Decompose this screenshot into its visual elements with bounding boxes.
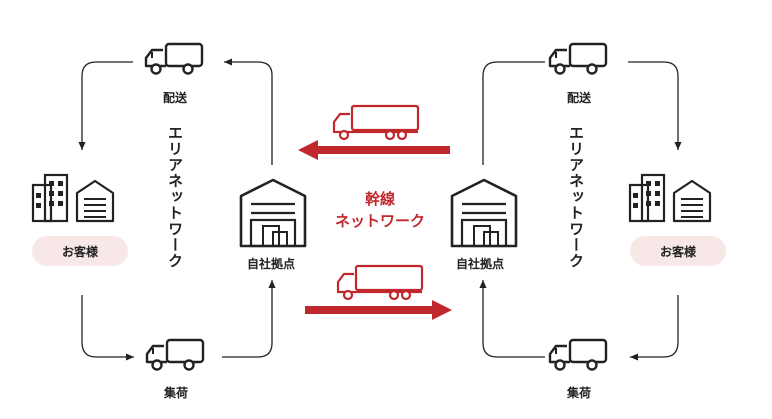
flow-arrow <box>628 61 682 150</box>
trunk-network-title: ネットワーク <box>334 212 425 230</box>
pickup-label: 集荷 <box>567 386 592 400</box>
customer-badge: お客様 <box>630 236 726 266</box>
flow-arrow <box>81 295 134 361</box>
trunk-arrow-right <box>305 300 452 320</box>
customer-badge: お客様 <box>32 236 128 266</box>
delivery-truck-icon <box>548 42 608 75</box>
delivery-truck-icon <box>144 42 204 75</box>
area-network-label: エリアネットワーク <box>567 125 585 269</box>
pickup-truck-icon <box>145 338 205 371</box>
flow-arrow <box>630 295 679 361</box>
hub-warehouse-icon <box>239 178 307 248</box>
trunk-line-title: 幹線 <box>364 190 395 208</box>
trunk-truck-icon <box>332 104 420 141</box>
area-network-label: エリアネットワーク <box>166 125 184 269</box>
customer-buildings-icon <box>628 173 712 223</box>
trunk-arrow-left <box>298 140 450 160</box>
left-area-loop <box>78 58 276 361</box>
flow-arrow <box>482 61 545 165</box>
hub-warehouse-icon <box>450 178 518 248</box>
flow-arrow <box>224 58 273 165</box>
flow-arrow <box>479 280 545 358</box>
hub-label: 自社拠点 <box>247 257 296 271</box>
flow-arrow <box>78 61 133 150</box>
trunk-line-label: 幹線 ネットワーク <box>320 188 440 232</box>
delivery-label: 配送 <box>567 91 592 105</box>
delivery-label: 配送 <box>163 91 188 105</box>
trunk-truck-icon <box>336 264 424 301</box>
pickup-truck-icon <box>548 338 608 371</box>
flow-arrow <box>222 280 276 358</box>
right-area-loop <box>479 61 682 361</box>
customer-buildings-icon <box>31 173 115 223</box>
hub-label: 自社拠点 <box>456 257 505 271</box>
pickup-label: 集荷 <box>164 386 189 400</box>
